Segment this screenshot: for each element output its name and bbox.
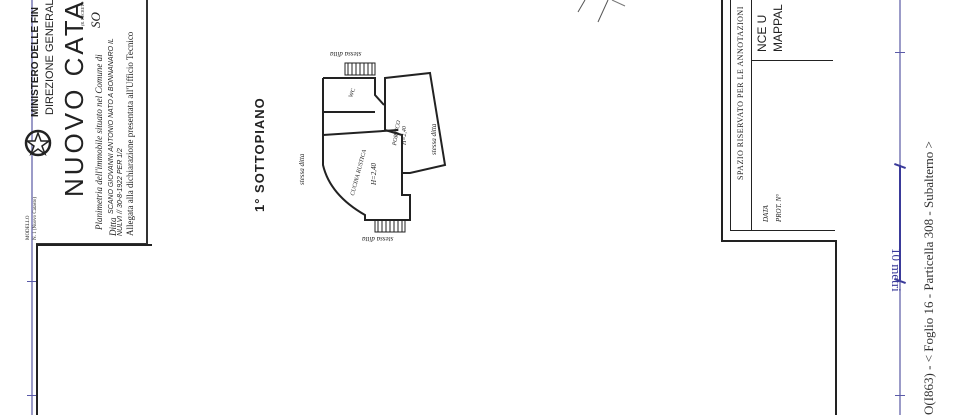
scale-bar — [899, 165, 901, 280]
annotation-divider-horizontal — [751, 60, 833, 61]
annotation-inner-left — [730, 0, 731, 231]
drawing-frame-left-edge — [36, 245, 38, 415]
subtitle-small: (R. DECRETO — [80, 1, 85, 26]
pen-mark — [570, 0, 630, 25]
directorate-label: DIREZIONE GENERALE DE — [44, 0, 56, 115]
ruler-tick — [27, 395, 37, 396]
modello-label: MODELLO — [26, 215, 31, 240]
allegata-text: Allegata alla dichiarazione presentata a… — [125, 31, 135, 236]
floor-plan-drawing: WC CUCINA RUSTICA H=2,40 PORTICO H=2,40 … — [290, 45, 470, 250]
ditta-value-2: NULVI // 30-8-1922 PER 1/2 — [117, 148, 124, 236]
header-block: MODELLO N. 1 (Nuovo Catasto) MINISTERO D… — [24, 0, 151, 245]
neighbor-left: stessa ditta — [298, 153, 306, 185]
annotation-inner-bottom — [730, 230, 835, 231]
comune-value: SO — [88, 12, 103, 28]
neighbor-top: stessa ditta — [330, 50, 362, 58]
annotation-frame-bottom — [721, 240, 836, 242]
document-title: NUOVO CATASTO — [59, 0, 89, 197]
annotation-frame-right — [835, 240, 837, 415]
annotation-data-label: DATA — [762, 205, 770, 222]
footer-reference: O(I863) - < Foglio 16 - Particella 308 -… — [921, 141, 936, 415]
neighbor-right: stessa ditta — [430, 123, 438, 155]
annotation-reserved-label: SPAZIO RISERVATO PER LE ANNOTAZIONI — [736, 6, 745, 180]
ministry-label: MINISTERO DELLE FIN — [30, 7, 41, 117]
ditta-value: SCANO GIOVANNI ANTONIO NATO A BONNANARO … — [108, 38, 115, 214]
annotation-frame-outer — [721, 0, 723, 241]
modello-number: N. 1 (Nuovo Catasto) — [33, 196, 38, 240]
ruler-tick — [895, 52, 905, 53]
room-portico-height: H=2,40 — [402, 126, 408, 145]
floor-label: 1° SOTTOPIANO — [252, 97, 267, 212]
drawing-frame-top-edge — [36, 244, 152, 246]
annotation-divider-vertical — [751, 0, 752, 231]
header-box-border — [146, 0, 148, 245]
republic-emblem-icon — [22, 127, 54, 159]
annotation-mappale: MAPPAL — [771, 4, 785, 52]
ruler-tick — [27, 281, 37, 282]
neighbor-bottom: stessa ditta — [362, 235, 394, 243]
left-ruler-line — [31, 0, 33, 415]
ruler-tick — [895, 395, 905, 396]
room-cucina-height: H=2,40 — [370, 162, 378, 185]
comune-label: Planimetria dell'immobile situato nel Co… — [94, 54, 104, 230]
annotation-prot-label: PROT. N° — [775, 194, 783, 222]
scale-label: 10 metri — [889, 248, 904, 292]
annotation-nceu: NCE U — [755, 14, 769, 52]
